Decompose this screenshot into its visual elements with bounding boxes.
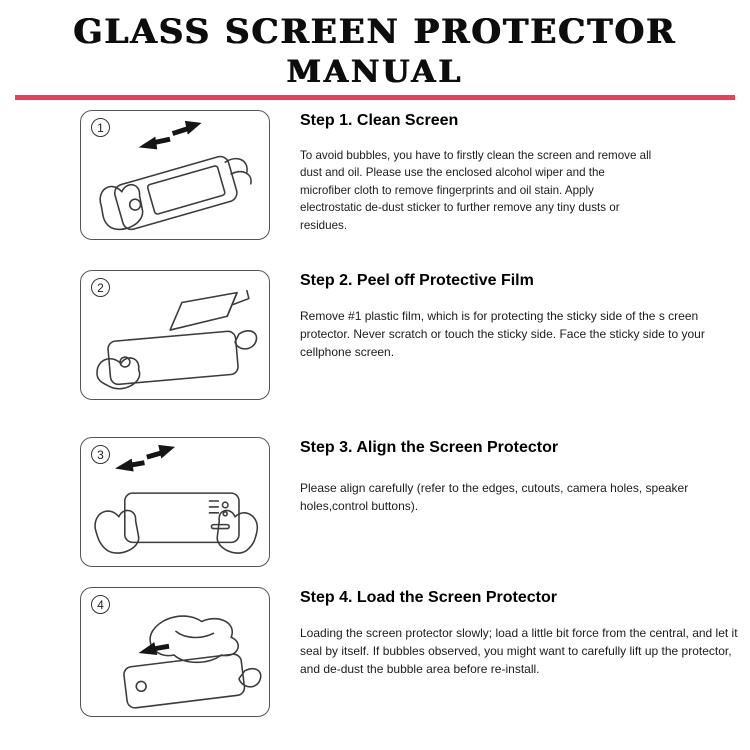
step-3-number-badge: 3 <box>91 445 110 464</box>
wipe-arrows-icon <box>138 120 202 150</box>
align-arrows-icon <box>114 444 175 472</box>
page-title: GLASS SCREEN PROTECTOR MANUAL <box>0 0 750 90</box>
film-outline <box>169 291 238 331</box>
hand-outline-right <box>216 509 259 554</box>
step-1-heading: Step 1. Clean Screen <box>300 112 459 129</box>
home-slot <box>210 523 230 530</box>
step-2-section: 2 Step 2. Peel off Protective Film Remov… <box>80 270 742 400</box>
step-1-illustration-box: 1 <box>80 110 270 240</box>
title-line-2: MANUAL <box>286 54 464 90</box>
step-3-body: Please align carefully (refer to the edg… <box>300 481 689 513</box>
step-3-text: Step 3. Align the Screen Protector Pleas… <box>300 437 738 515</box>
hand-outline <box>96 357 141 390</box>
step-2-heading: Step 2. Peel off Protective Film <box>300 272 534 289</box>
cloth-outline <box>149 615 239 664</box>
hand-outline-left <box>94 509 140 554</box>
step-4-number-badge: 4 <box>91 595 110 614</box>
cloth-crease <box>175 630 215 639</box>
accent-divider <box>15 95 735 100</box>
camera-hole <box>221 501 229 509</box>
title-line-1: GLASS SCREEN PROTECTOR <box>73 12 677 52</box>
step-1-section: 1 <box>80 110 652 240</box>
step-3-heading: Step 3. Align the Screen Protector <box>300 439 559 456</box>
phone-outline <box>123 653 246 709</box>
step-4-heading: Step 4. Load the Screen Protector <box>300 589 557 606</box>
speaker-lines <box>208 500 220 514</box>
finger-outline <box>234 330 258 350</box>
step-2-body: Remove #1 plastic film, which is for pro… <box>300 309 705 359</box>
phone-outline <box>113 155 238 231</box>
step-1-body: To avoid bubbles, you have to firstly cl… <box>300 149 652 232</box>
step4-load-protector-illustration <box>123 615 262 709</box>
step3-align-illustration <box>94 444 259 554</box>
press-arrow-icon <box>138 642 170 655</box>
step-4-illustration-box: 4 <box>80 587 270 717</box>
film-tab <box>232 289 250 306</box>
film-fold-line <box>226 291 238 318</box>
camera-hole <box>222 511 228 517</box>
step-4-text: Step 4. Load the Screen Protector Loadin… <box>300 587 748 678</box>
step-3-section: 3 Step 3. Ali <box>80 437 738 567</box>
step1-clean-screen-illustration <box>99 120 252 231</box>
step-3-illustration-box: 3 <box>80 437 270 567</box>
step-2-number-badge: 2 <box>91 278 110 297</box>
finger-outline <box>238 667 262 688</box>
hand-outline <box>99 184 144 231</box>
step-1-text: Step 1. Clean Screen To avoid bubbles, y… <box>300 110 652 234</box>
finger-outline <box>224 157 248 173</box>
step-4-section: 4 Step 4. Load the Screen Prote <box>80 587 748 717</box>
step-1-number-badge: 1 <box>91 118 110 137</box>
step-2-illustration-box: 2 <box>80 270 270 400</box>
step-4-body: Loading the screen protector slowly; loa… <box>300 626 738 676</box>
phone-outline <box>123 492 240 544</box>
step2-peel-film-illustration <box>96 289 258 390</box>
finger-outline <box>230 170 252 185</box>
step-2-text: Step 2. Peel off Protective Film Remove … <box>300 270 742 361</box>
